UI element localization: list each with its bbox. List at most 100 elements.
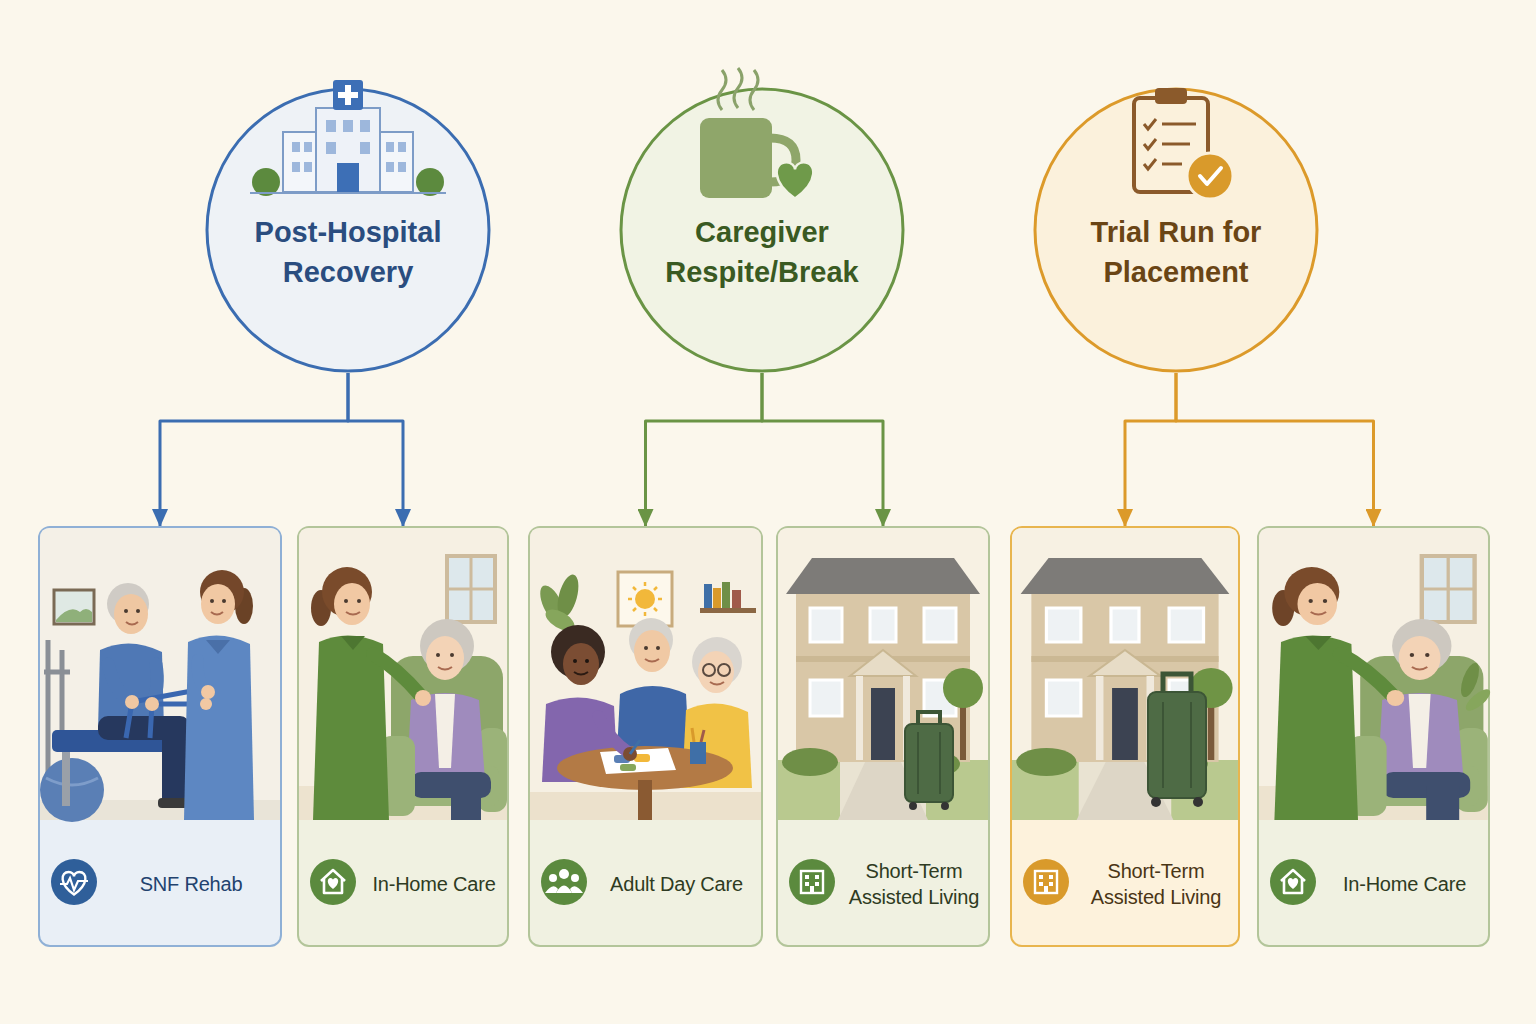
label-icon-part: [570, 886, 583, 893]
category-title: Trial Run for Placement: [1051, 212, 1301, 292]
label-icon-part: [1035, 871, 1057, 893]
label-icon: [1023, 859, 1069, 905]
option-card: Short-Term Assisted Living: [776, 526, 990, 947]
day-care-scene-part: [628, 582, 662, 616]
hospital-icon-part: [377, 132, 413, 192]
hospital-icon-part: [398, 162, 406, 172]
clipboard-icon-part: [1187, 153, 1233, 199]
rehab-scene-part: [152, 702, 206, 707]
rehab-scene-part: [124, 609, 128, 613]
label-icon-part: [789, 859, 835, 905]
suitcase-icon: [905, 712, 953, 810]
label-icon-part: [549, 874, 557, 882]
suitcase-icon-part: [1190, 702, 1192, 788]
label-icon-part: [60, 878, 88, 890]
plant-icon: [1457, 661, 1493, 715]
category-circle: Post-Hospital Recovery: [205, 87, 491, 373]
rehab-scene-part: [132, 688, 208, 702]
clipboard-icon: [1134, 88, 1233, 199]
day-care-scene-part: [701, 730, 704, 742]
label-icon-part: [556, 886, 572, 894]
category-circle: Caregiver Respite/Break: [619, 87, 905, 373]
day-care-scene-part: [542, 697, 618, 782]
rehab-scene-part: [98, 716, 190, 740]
clipboard-icon-part: [1162, 123, 1196, 126]
category-title: Post-Hospital Recovery: [223, 212, 473, 292]
coffee-mug-icon-part: [770, 138, 796, 182]
day-care-scene-part: [535, 582, 568, 626]
suitcase-icon-part: [1163, 674, 1191, 694]
coffee-mug-icon-part: [700, 118, 772, 198]
day-care-scene-part: [629, 618, 673, 662]
day-care-scene-part: [692, 637, 742, 687]
hospital-icon-part: [360, 120, 370, 132]
illustration-layer-part: [299, 528, 507, 820]
clipboard-icon-part: [1144, 119, 1156, 129]
branch-arrow: [160, 373, 348, 526]
option-card: In-Home Care: [1257, 526, 1490, 947]
rehab-scene-part: [222, 599, 226, 603]
rehab-scene-part: [198, 660, 206, 690]
day-care-scene-part: [704, 584, 712, 608]
branch-arrow: [762, 373, 883, 526]
day-care-scene-part: [600, 748, 676, 774]
day-care-scene-part: [718, 664, 730, 676]
suitcase-icon-part: [1193, 797, 1203, 807]
option-card: Short-Term Assisted Living: [1010, 526, 1240, 947]
hospital-icon-part: [386, 142, 394, 152]
rehab-scene-part: [108, 664, 130, 702]
branch-arrow: [1176, 373, 1374, 526]
clipboard-icon-part: [1162, 143, 1190, 146]
hospital-icon-part: [386, 162, 394, 172]
rehab-scene-part: [40, 758, 104, 822]
circle-shape: [207, 89, 489, 371]
rehab-scene-part: [46, 778, 98, 785]
rehab-scene-part: [210, 599, 214, 603]
rehab-scene-part: [226, 750, 234, 806]
hospital-icon-part: [250, 192, 446, 194]
suitcase-icon-part: [917, 732, 919, 794]
label-icon-part: [1270, 859, 1316, 905]
day-care-scene-part: [722, 582, 730, 608]
hospital-icon-part: [292, 162, 300, 172]
day-care-scene-part: [530, 792, 761, 820]
day-care-scene-part: [630, 740, 640, 754]
hospital-icon-part: [326, 120, 336, 132]
rehab-scene-part: [152, 664, 157, 702]
label-icon-part: [1281, 870, 1305, 893]
day-care-scene-part: [690, 742, 706, 764]
day-care-scene-part: [710, 682, 724, 685]
hospital-icon-part: [304, 162, 312, 172]
label-icon-part: [541, 859, 587, 905]
illustration-layer-part: [1259, 528, 1488, 820]
circle-shape: [1035, 89, 1317, 371]
rehab-scene-part: [126, 622, 138, 625]
option-card: SNF Rehab: [38, 526, 282, 947]
day-care-scene-part: [557, 746, 733, 790]
suitcase-icon-part: [905, 724, 953, 802]
day-care-scene-part: [634, 754, 650, 762]
option-card: Adult Day Care: [528, 526, 763, 947]
rehab-scene-part: [162, 730, 188, 802]
rehab-scene: [40, 528, 280, 822]
day-care-scene-part: [635, 589, 655, 609]
suitcase-icon: [1148, 674, 1206, 807]
label-icon: [789, 859, 835, 905]
label-icon: [310, 859, 356, 905]
hospital-icon-part: [337, 163, 359, 192]
label-icon: [541, 859, 587, 905]
category-title: Caregiver Respite/Break: [637, 212, 887, 292]
label-icon-part: [321, 870, 345, 893]
suitcase-icon-part: [909, 802, 917, 810]
rehab-scene-part: [206, 640, 230, 654]
plant-icon-part: [1457, 661, 1482, 700]
rehab-scene-part: [235, 588, 253, 624]
coffee-mug-icon: [700, 68, 813, 198]
label-icon-part: [63, 872, 86, 895]
coffee-mug-icon-part: [750, 70, 758, 110]
clipboard-icon-part: [1162, 163, 1182, 166]
suitcase-icon-part: [918, 712, 940, 726]
rehab-scene-part: [211, 612, 223, 615]
day-care-scene-part: [703, 664, 715, 676]
label-icon-part: [1023, 859, 1069, 905]
